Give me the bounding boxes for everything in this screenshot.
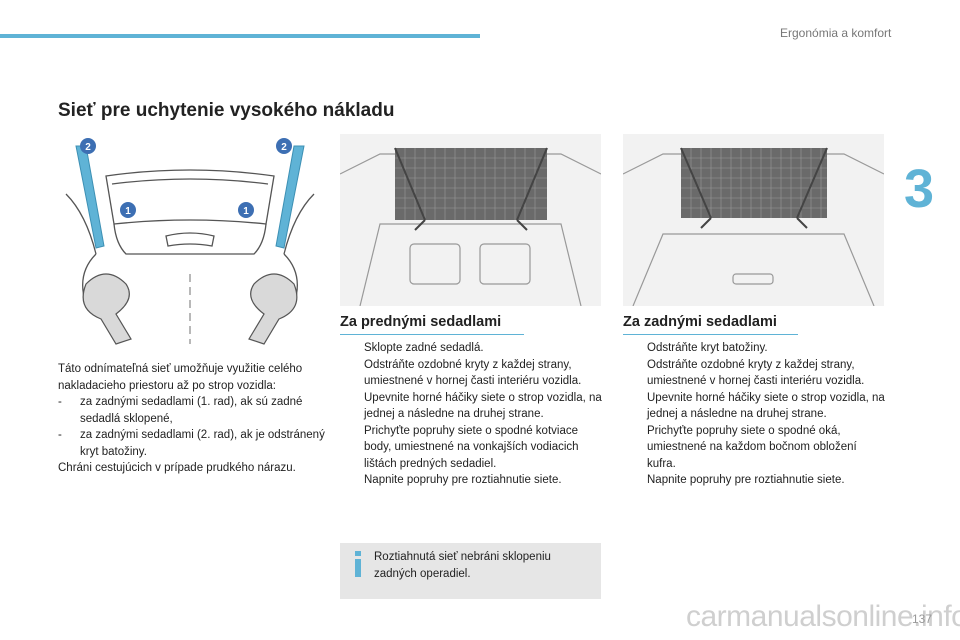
step-item: Sklopte zadné sedadlá. [340, 340, 602, 357]
callout-2-left [80, 138, 96, 154]
step-item: Prichyťte popruhy siete o spodné kotviac… [340, 423, 602, 473]
chapter-number: 3 [904, 159, 935, 219]
step-text: Prichyťte popruhy siete o spodné oká, um… [647, 424, 857, 470]
step-text: Upevnite horné háčiky siete o strop vozi… [364, 391, 602, 421]
page-number: 137 [912, 612, 933, 626]
anchor-diagram-svg: 2 2 1 1 [65, 138, 315, 345]
callout-label: 1 [125, 206, 131, 217]
info-note-text: Roztiahnutá sieť nebráni sklopeniu zadný… [374, 551, 551, 580]
header-accent-bar [0, 34, 480, 38]
heading-front-seats: Za prednými sedadlami [340, 314, 524, 335]
trunk-photo-front-svg [340, 134, 601, 306]
step-text: Napnite popruhy pre roztiahnutie siete. [364, 474, 562, 486]
step-text: Odstráňte kryt batožiny. [647, 342, 768, 354]
callout-label: 2 [281, 142, 287, 153]
net-anchor-illustration: 2 2 1 1 [56, 134, 324, 346]
page-title: Sieť pre uchytenie vysokého nákladu [58, 100, 395, 121]
callout-1-right [238, 202, 254, 218]
dash-marker: - [58, 429, 62, 441]
step-item: Napnite popruhy pre roztiahnutie siete. [623, 472, 885, 489]
intro-closing: Chráni cestujúcich v prípade prudkého ná… [58, 462, 296, 474]
step-text: Sklopte zadné sedadlá. [364, 342, 484, 354]
step-text: Odstráňte ozdobné kryty z každej strany,… [364, 358, 582, 388]
steps-front-seats: Sklopte zadné sedadlá. Odstráňte ozdobné… [340, 340, 602, 489]
steps-rear-seats: Odstráňte kryt batožiny. Odstráňte ozdob… [623, 340, 885, 489]
photo-net-front-seats [340, 134, 601, 306]
step-item: Upevnite horné háčiky siete o strop vozi… [340, 390, 602, 423]
step-text: Prichyťte popruhy siete o spodné kotviac… [364, 424, 579, 470]
info-note: Roztiahnutá sieť nebráni sklopeniu zadný… [340, 543, 601, 599]
step-item: Napnite popruhy pre roztiahnutie siete. [340, 472, 602, 489]
callout-1-left [120, 202, 136, 218]
intro-item-text: za zadnými sedadlami (2. rad), ak je ods… [80, 429, 325, 458]
step-item: Odstráňte ozdobné kryty z každej strany,… [623, 357, 885, 390]
callout-label: 2 [85, 142, 91, 153]
dash-marker: - [58, 396, 62, 408]
intro-list-item: - za zadnými sedadlami (1. rad), ak sú za… [58, 394, 326, 427]
intro-list-item: - za zadnými sedadlami (2. rad), ak je od… [58, 427, 326, 460]
intro-text: Táto odnímateľná sieť umožňuje využitie … [58, 361, 326, 477]
heading-rear-seats: Za zadnými sedadlami [623, 314, 798, 335]
intro-item-text: za zadnými sedadlami (1. rad), ak sú zad… [80, 396, 303, 425]
step-item: Prichyťte popruhy siete o spodné oká, um… [623, 423, 885, 473]
intro-paragraph: Táto odnímateľná sieť umožňuje využitie … [58, 363, 303, 392]
callout-2-right [276, 138, 292, 154]
step-item: Odstráňte ozdobné kryty z každej strany,… [340, 357, 602, 390]
step-text: Napnite popruhy pre roztiahnutie siete. [647, 474, 845, 486]
section-title: Ergonómia a komfort [780, 26, 892, 40]
trunk-photo-rear-svg [623, 134, 884, 306]
step-text: Upevnite horné háčiky siete o strop vozi… [647, 391, 885, 421]
step-item: Upevnite horné háčiky siete o strop vozi… [623, 390, 885, 423]
watermark: carmanualsonline.info [686, 600, 960, 633]
step-text: Odstráňte ozdobné kryty z každej strany,… [647, 358, 865, 388]
photo-net-rear-seats [623, 134, 884, 306]
step-item: Odstráňte kryt batožiny. [623, 340, 885, 357]
info-icon [355, 551, 361, 577]
callout-label: 1 [243, 206, 249, 217]
